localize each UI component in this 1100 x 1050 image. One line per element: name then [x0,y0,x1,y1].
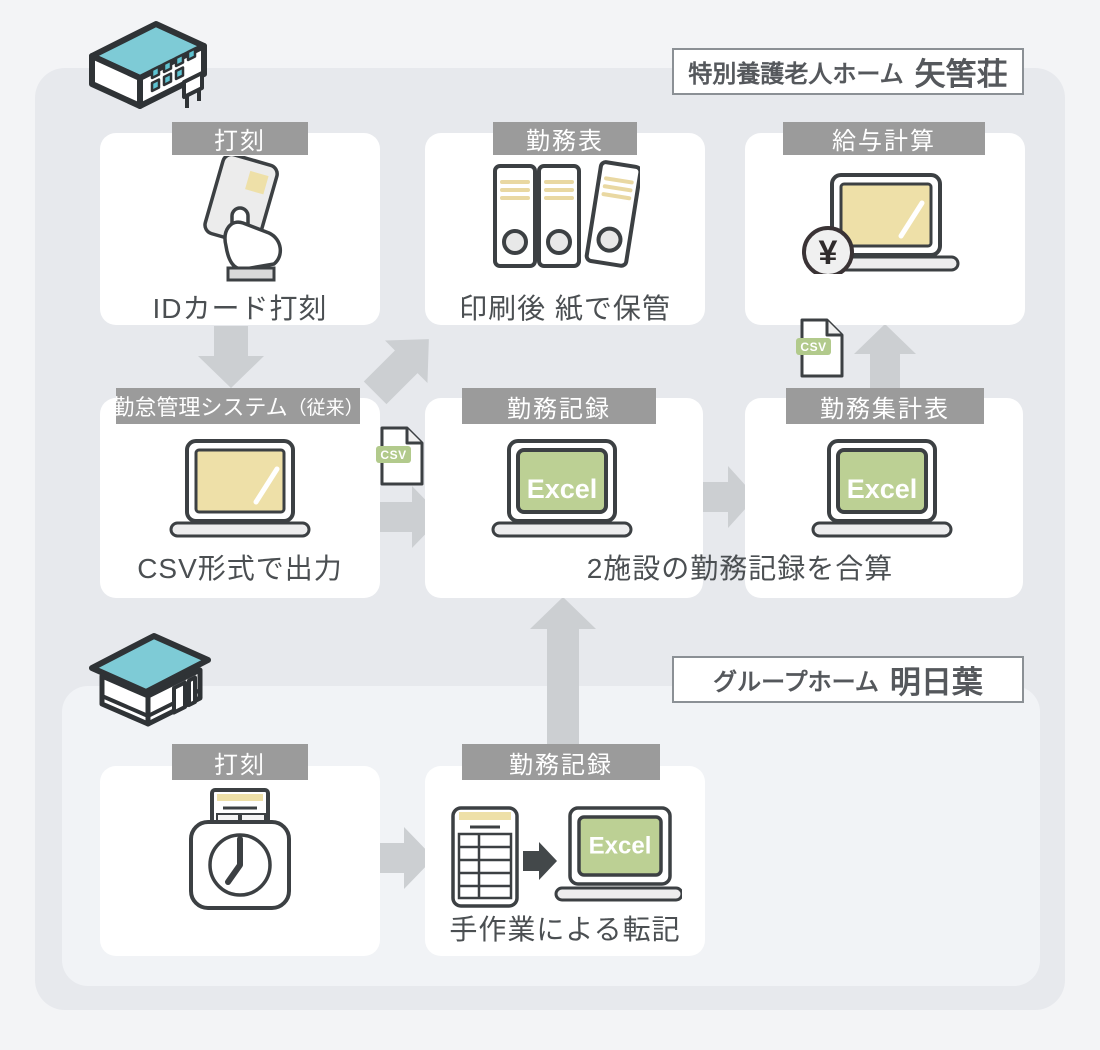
transcription-timecard-to-excel-icon: Excel [451,806,682,908]
header-work-record-top: 勤務記録 [462,388,656,424]
arrow-up-bottom-record-to-top-record-icon [530,597,596,745]
payroll-laptop-yen-icon: ¥ [802,173,960,274]
header-roster: 勤務表 [493,122,637,155]
id-card-hand-icon [203,156,282,282]
header-punch-bottom: 打刻 [172,744,308,780]
facility-label-top: 特別養護老人ホーム 矢筈荘 [672,48,1024,95]
caption-csv-export: CSV形式で出力 [137,553,343,584]
excel-label: Excel [589,832,652,859]
caption-id-card-punch: IDカード打刻 [152,293,328,324]
excel-laptop-summary-icon: Excel [811,439,953,538]
header-payroll: 給与計算 [783,122,985,155]
excel-laptop-record-icon: Excel [491,439,633,538]
caption-paper-storage: 印刷後 紙で保管 [459,293,671,324]
arrow-diagonal-system-to-roster-icon [363,339,429,405]
caption-merge-records: 2施設の勤務記録を合算 [586,553,894,584]
header-attendance-system-sub: （従来） [287,397,364,419]
house-icon [89,633,211,727]
yen-symbol: ¥ [819,234,838,272]
facility-name: 矢筈荘 [914,57,1008,92]
csv-file-icon: CSV [376,426,424,486]
csv-file-icon: CSV [796,318,844,378]
arrow-right-punch-to-record-icon [362,827,434,889]
header-punch-top: 打刻 [172,122,308,155]
legacy-system-laptop-icon [169,439,311,538]
facility-type: グループホーム [713,669,879,696]
arrow-right-system-to-record-icon [368,486,442,548]
binders-icon [493,160,640,268]
excel-label: Excel [527,474,598,504]
facility-type: 特別養護老人ホーム [688,61,904,88]
header-attendance-system: 勤怠管理システム（従来） [112,388,364,424]
transfer-arrow-icon [523,842,557,880]
office-building-icon [89,21,207,109]
header-work-record-bottom: 勤務記録 [462,744,660,780]
header-attendance-system-main: 勤怠管理システム [112,395,288,420]
time-clock-icon [189,788,291,910]
facility-label-bottom: グループホーム 明日葉 [672,656,1024,703]
csv-label: CSV [380,448,406,462]
arrow-up-summary-to-payroll-icon [854,324,916,390]
arrow-right-record-to-summary-icon [688,466,756,528]
csv-label: CSV [800,340,826,354]
arrow-down-punch-to-system-icon [198,326,264,388]
header-work-summary: 勤務集計表 [786,388,984,424]
facility-name: 明日葉 [889,665,983,700]
caption-manual-transcription: 手作業による転記 [449,914,681,945]
excel-label: Excel [847,474,918,504]
